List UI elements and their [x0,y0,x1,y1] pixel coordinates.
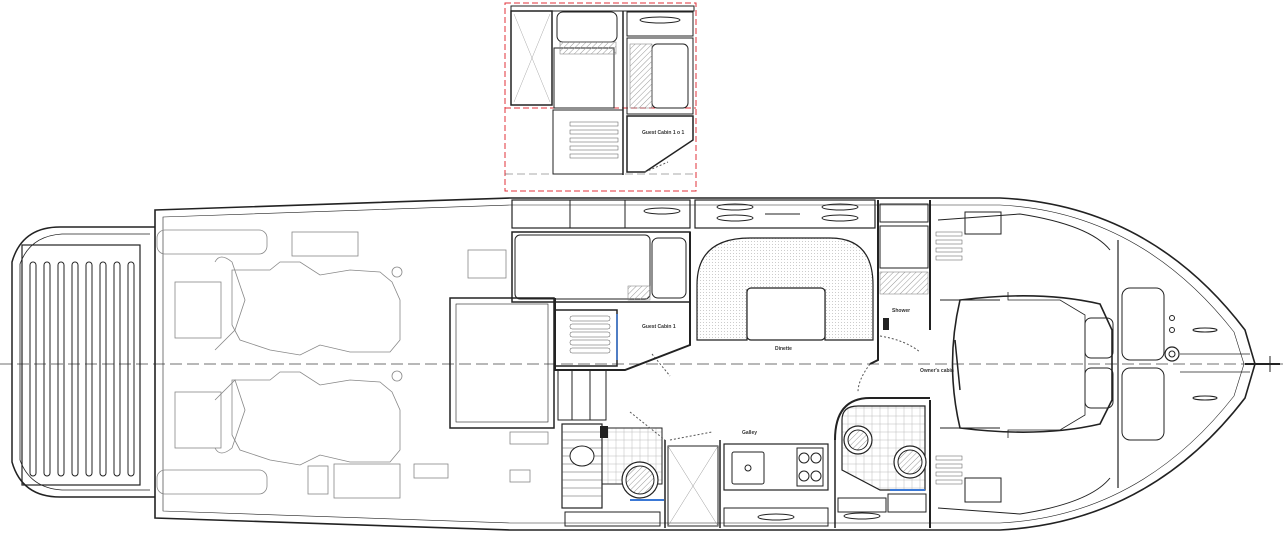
galley: Galley [664,430,829,528]
owners-cabin: Owner's cabin [920,211,1114,515]
aft-head [557,369,666,527]
shower-label: Shower [892,308,910,314]
forepeak [1117,240,1250,488]
detail-berth-slats [569,121,619,159]
owners-cabin-label: Owner's cabin [920,368,954,374]
dinette-label: Dinette [775,346,792,352]
detail-frame [504,2,697,192]
galley-label: Galley [742,430,757,436]
detail-inset: Guest Cabin 1 o 1 [504,2,697,192]
guest-cabin-top-label: Guest Cabin 1 o 1 [642,130,684,136]
guest-cabin-1: Guest Cabin 1 [511,199,691,377]
forward-head [834,363,927,528]
swim-platform [11,226,155,498]
guest-cabin-1-label: Guest Cabin 1 [642,324,676,330]
engine-room [156,229,549,499]
shower: Shower [879,203,929,353]
dinette: Dinette [694,199,876,352]
hull-outline [154,197,1256,531]
aft-cabinet [449,297,555,429]
